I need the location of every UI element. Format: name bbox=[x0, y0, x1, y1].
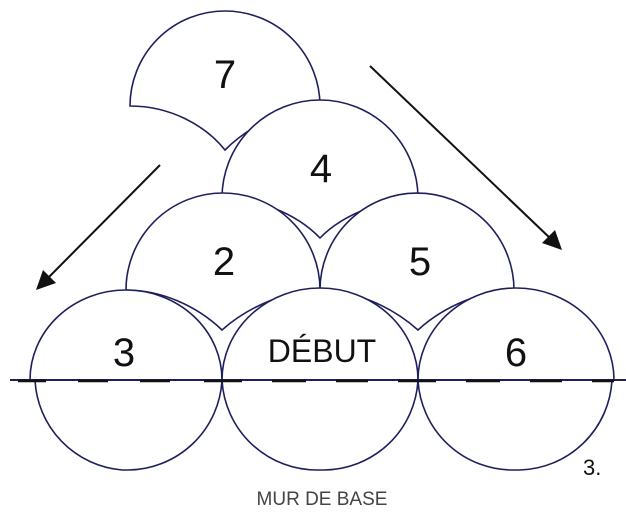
base-scallop-curve bbox=[221, 379, 419, 471]
tile-row3-left-label: 2 bbox=[213, 240, 235, 284]
base-scallop-curve bbox=[34, 379, 223, 471]
arrow-down-right bbox=[369, 65, 562, 250]
figure-number: 3. bbox=[583, 455, 601, 480]
arrow-down-right-head bbox=[542, 230, 562, 250]
arrow-down-right-shaft bbox=[369, 65, 553, 241]
tile-base-center bbox=[221, 287, 419, 381]
tile-top-label: 7 bbox=[214, 53, 236, 97]
base-scallop-curve bbox=[417, 379, 613, 471]
tile-base-center-label: DÉBUT bbox=[268, 333, 376, 369]
tile-row2 bbox=[221, 99, 419, 240]
arrow-down-left-shaft bbox=[45, 164, 161, 281]
caption: MUR DE BASE bbox=[257, 489, 388, 510]
tile-base-right-label: 6 bbox=[505, 331, 527, 375]
tile-base-left bbox=[29, 289, 223, 381]
tile-base-left-label: 3 bbox=[113, 331, 135, 375]
tile-row2-label: 4 bbox=[310, 147, 332, 191]
arrow-down-left bbox=[36, 164, 161, 290]
tile-row3-right-label: 5 bbox=[409, 240, 431, 284]
tile-row3-left bbox=[125, 192, 321, 332]
base-scallops bbox=[34, 379, 613, 471]
arrow-down-left-head bbox=[36, 270, 56, 290]
tile-row3-right bbox=[319, 192, 515, 332]
tile-base-right bbox=[417, 287, 615, 381]
